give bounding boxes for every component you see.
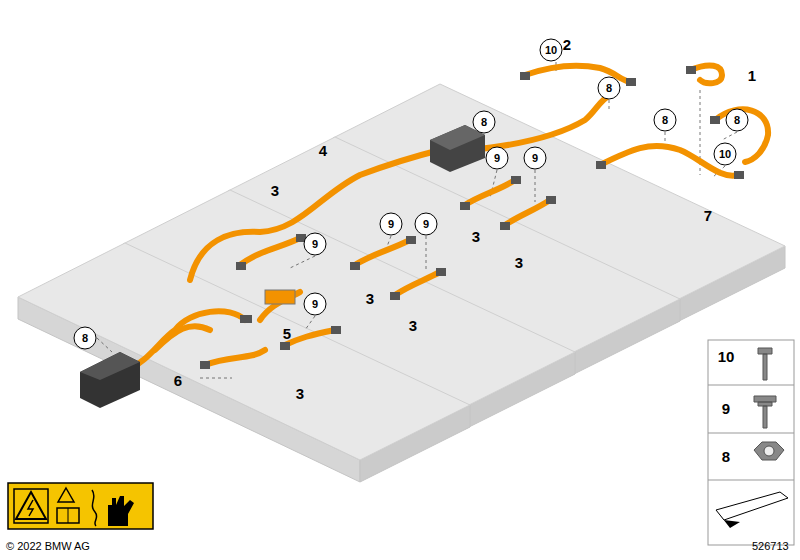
callout-number: 2 <box>561 36 573 53</box>
footer-note: © 2022 BMW AG <box>6 541 90 552</box>
fastener-callout: 10 <box>540 39 563 62</box>
fastener-callout: 8 <box>598 77 621 100</box>
fastener-callout: 8 <box>473 111 496 134</box>
callout-number: 3 <box>407 317 419 334</box>
fastener-callout: 9 <box>524 147 547 170</box>
fastener-callout: 9 <box>380 213 403 236</box>
callout-number: 7 <box>702 207 714 224</box>
fastener-callout: 9 <box>415 213 438 236</box>
footer-note: 526713 <box>752 541 789 552</box>
battery-modules <box>18 84 785 482</box>
fastener-callout: 9 <box>304 233 327 256</box>
fastener-callout: 9 <box>486 147 509 170</box>
hv-cables <box>125 65 768 372</box>
contactor-boxes <box>80 125 485 408</box>
fastener-callout: 8 <box>74 327 97 350</box>
callout-number: 3 <box>364 290 376 307</box>
warning-sticker <box>8 483 153 529</box>
fastener-callout: 10 <box>714 143 737 166</box>
callout-number: 5 <box>281 325 293 342</box>
callout-number: 9 <box>720 400 732 417</box>
callout-number: 3 <box>513 254 525 271</box>
fastener-callout: 9 <box>304 293 327 316</box>
battery-module <box>18 243 470 460</box>
fastener-callout: 8 <box>654 109 677 132</box>
callout-number: 8 <box>720 448 732 465</box>
callout-number: 3 <box>294 385 306 402</box>
callout-number: 10 <box>716 348 737 365</box>
callout-number: 6 <box>172 372 184 389</box>
parts-key <box>708 340 794 545</box>
callout-number: 1 <box>746 67 758 84</box>
callout-number: 4 <box>317 142 329 159</box>
leader-lines <box>97 62 737 378</box>
cable-connectors <box>200 66 744 369</box>
callout-number: 3 <box>269 182 281 199</box>
fastener-callout: 8 <box>726 109 749 132</box>
callout-number: 3 <box>470 228 482 245</box>
